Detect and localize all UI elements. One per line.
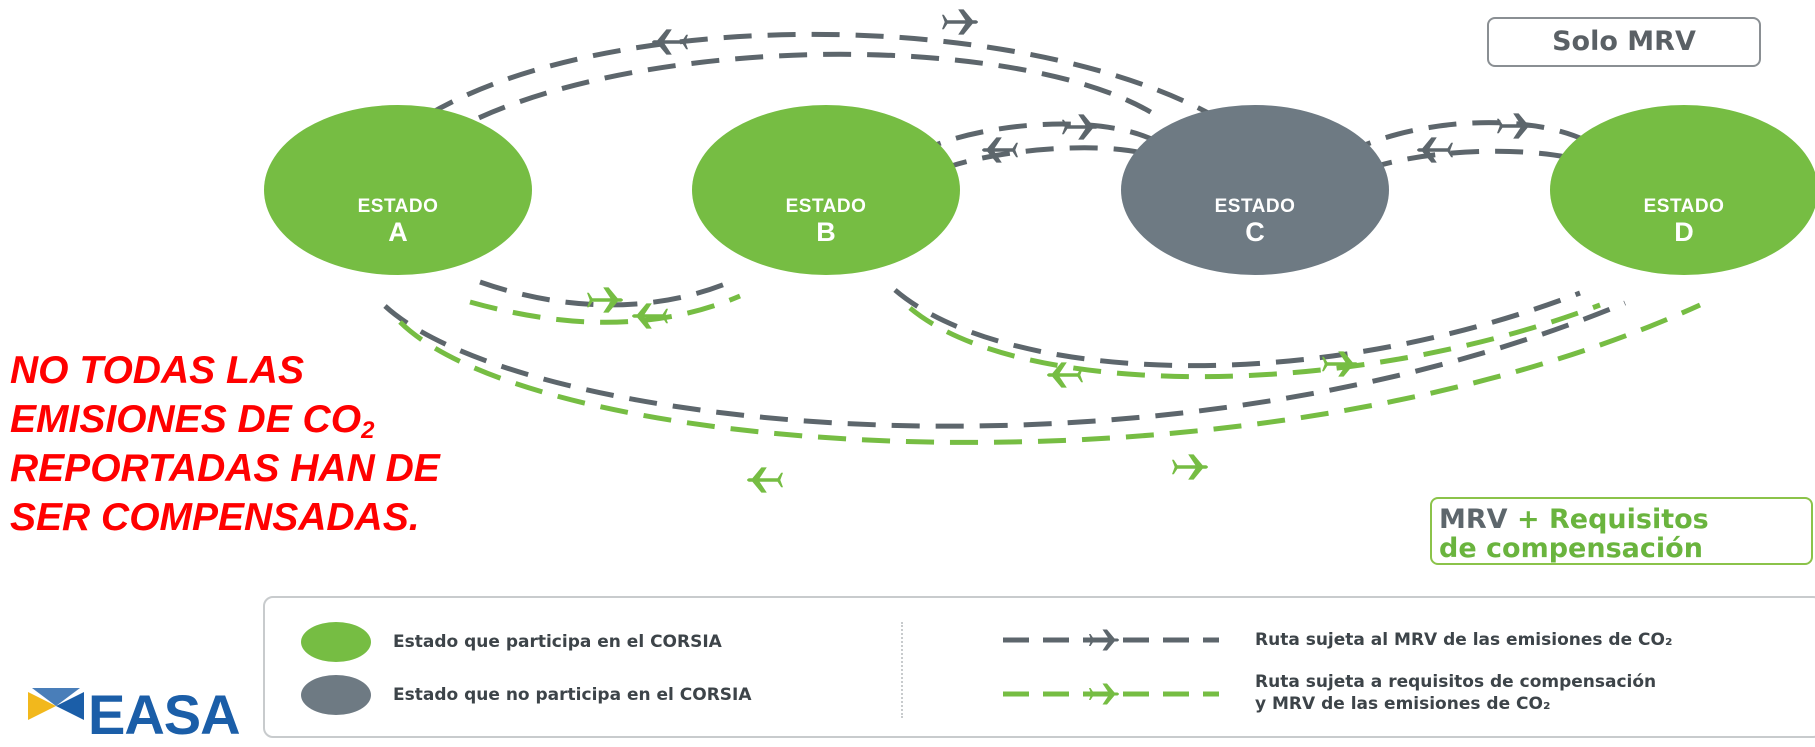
easa-logo: EASA	[28, 683, 258, 746]
easa-star-icon	[28, 688, 84, 720]
route-a-d-plane-icon	[747, 467, 783, 493]
legend-divider	[901, 622, 903, 718]
easa-logo-text: EASA	[88, 683, 241, 746]
route-a-d-plane-icon	[1172, 454, 1208, 480]
mrv-comp-part1: MRV	[1439, 504, 1508, 535]
route-c-d-return	[1364, 148, 1581, 173]
route-a-c-plane-icon	[942, 9, 978, 35]
route-b-d-outbound	[893, 288, 1581, 369]
callout-line3: REPORTADAS HAN DE	[10, 447, 440, 490]
node-estado-a	[264, 105, 532, 275]
callout-line2: EMISIONES DE CO2	[10, 398, 375, 444]
mrv-comp-part3: de compensación	[1439, 533, 1703, 564]
route-a-b-return	[469, 293, 741, 325]
legend: Estado que participa en el CORSIA Estado…	[263, 596, 1815, 738]
callout-line1: NO TODAS LAS	[10, 349, 304, 392]
route-a-c-return	[438, 51, 1162, 141]
route-a-c-outbound	[390, 31, 1247, 142]
route-a-d-return	[398, 302, 1702, 445]
route-b-c-return	[939, 145, 1151, 173]
route-b-c-plane-icon	[1062, 114, 1098, 140]
callout-text: NO TODAS LAS EMISIONES DE CO2 REPORTADAS…	[10, 346, 480, 542]
legend-non-participating-label: Estado que no participa en el CORSIA	[393, 685, 752, 705]
legend-compensation-route-icon	[1003, 683, 1219, 705]
node-estado-d	[1550, 105, 1815, 275]
node-estado-b	[692, 105, 960, 275]
legend-participating-swatch	[301, 622, 371, 662]
solo-mrv-tag: Solo MRV	[1487, 17, 1761, 67]
mrv-compensation-tag: MRV + Requisitos de compensación	[1430, 497, 1813, 565]
route-a-b-plane-icon	[632, 303, 668, 329]
route-a-b-plane-icon	[587, 287, 623, 313]
legend-participating-label: Estado que participa en el CORSIA	[393, 632, 722, 652]
route-a-d-outbound	[383, 300, 1626, 429]
legend-mrv-route-icon	[1003, 629, 1219, 651]
route-a-c-plane-icon	[652, 29, 688, 55]
callout-line4: SER COMPENSADAS.	[10, 496, 420, 539]
legend-mrv-route-label: Ruta sujeta al MRV de las emisiones de C…	[1255, 630, 1673, 650]
legend-non-participating-swatch	[301, 675, 371, 715]
route-b-c-outbound	[913, 121, 1172, 157]
legend-compensation-route-label-1: Ruta sujeta a requisitos de compensación	[1255, 672, 1657, 692]
route-c-d-plane-icon	[1497, 113, 1533, 139]
legend-compensation-route-label-2: y MRV de las emisiones de CO₂	[1255, 694, 1551, 714]
mrv-comp-part2: + Requisitos	[1516, 504, 1709, 535]
node-estado-c	[1121, 105, 1389, 275]
route-b-d-return	[908, 302, 1601, 380]
route-a-b-outbound	[479, 279, 731, 308]
